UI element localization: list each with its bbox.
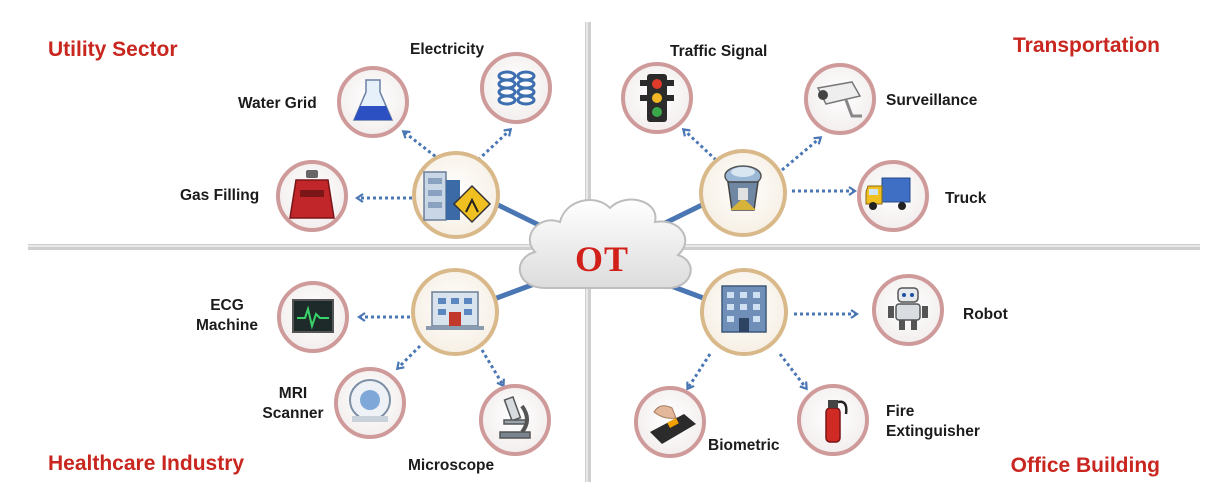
security-camera-icon <box>816 81 862 118</box>
node-surveillance <box>804 63 876 135</box>
connector-utility <box>491 200 548 231</box>
hub-healthcare <box>411 268 499 356</box>
label-robot: Robot <box>963 306 1008 323</box>
arrow-mri <box>395 344 422 371</box>
node-water-grid <box>337 66 409 138</box>
fingerprint-scanner-icon <box>650 405 696 444</box>
label-mri-line-1: MRI <box>278 385 308 402</box>
node-traffic-signal <box>621 62 693 134</box>
hospital-building-icon <box>426 291 484 330</box>
label-traffic-signal: Traffic Signal <box>670 43 768 60</box>
label-fire-line-1: Fire <box>886 403 915 420</box>
hub-transportation <box>699 149 787 237</box>
node-microscope <box>479 384 551 456</box>
arrow-electricity <box>476 127 513 162</box>
arrow-traffic-signal <box>681 127 718 162</box>
hub-utility <box>412 151 500 239</box>
label-fire-extinguisher: Fire Extinguisher <box>886 402 980 442</box>
label-gas-filling: Gas Filling <box>180 187 260 204</box>
arrow-surveillance <box>781 136 823 172</box>
hub-office <box>700 268 788 356</box>
label-fire-line-2: Extinguisher <box>886 423 980 440</box>
node-gas-filling <box>276 160 348 232</box>
arrow-biometric <box>686 353 712 391</box>
ot-label: OT <box>574 239 629 279</box>
arrow-water-grid <box>401 130 441 162</box>
node-biometric <box>634 386 706 458</box>
electric-coil-icon <box>497 70 536 106</box>
power-plant-icon <box>423 171 492 224</box>
mri-scanner-icon <box>349 379 391 422</box>
label-ecg-line-2: Machine <box>195 317 258 334</box>
arrow-microscope <box>480 349 505 388</box>
title-transportation: Transportation <box>1012 34 1160 57</box>
label-surveillance: Surveillance <box>886 92 978 109</box>
device-arrows <box>355 127 859 391</box>
node-fire-extinguisher <box>797 384 869 456</box>
ot-cloud <box>518 198 692 290</box>
node-robot <box>872 274 944 346</box>
truck-icon <box>865 177 911 210</box>
label-biometric: Biometric <box>708 437 780 454</box>
robot-icon <box>888 287 928 330</box>
title-healthcare-industry: Healthcare Industry <box>48 452 245 475</box>
label-water-grid: Water Grid <box>238 95 317 112</box>
label-mri-scanner: MRI Scanner <box>258 384 328 424</box>
office-building-icon <box>721 285 767 333</box>
node-ecg-machine <box>277 281 349 353</box>
node-electricity <box>480 52 552 124</box>
title-office-building: Office Building <box>1010 454 1160 477</box>
traffic-light-icon <box>640 74 674 122</box>
arrow-fire-extinguisher <box>778 353 808 391</box>
label-mri-line-2: Scanner <box>262 405 324 422</box>
water-flask-icon <box>352 79 394 121</box>
traffic-control-icon <box>724 165 762 211</box>
node-mri-scanner <box>334 367 406 439</box>
label-truck: Truck <box>945 190 987 207</box>
fire-extinguisher-icon <box>825 400 848 443</box>
title-utility-sector: Utility Sector <box>48 38 178 61</box>
ecg-monitor-icon <box>292 299 334 333</box>
label-microscope: Microscope <box>408 457 495 474</box>
node-truck <box>857 160 929 232</box>
gas-cylinder-icon <box>289 170 335 219</box>
label-ecg-line-1: ECG <box>210 297 244 314</box>
label-electricity: Electricity <box>410 41 485 58</box>
microscope-icon <box>499 395 531 439</box>
label-ecg-machine: ECG Machine <box>192 296 262 336</box>
